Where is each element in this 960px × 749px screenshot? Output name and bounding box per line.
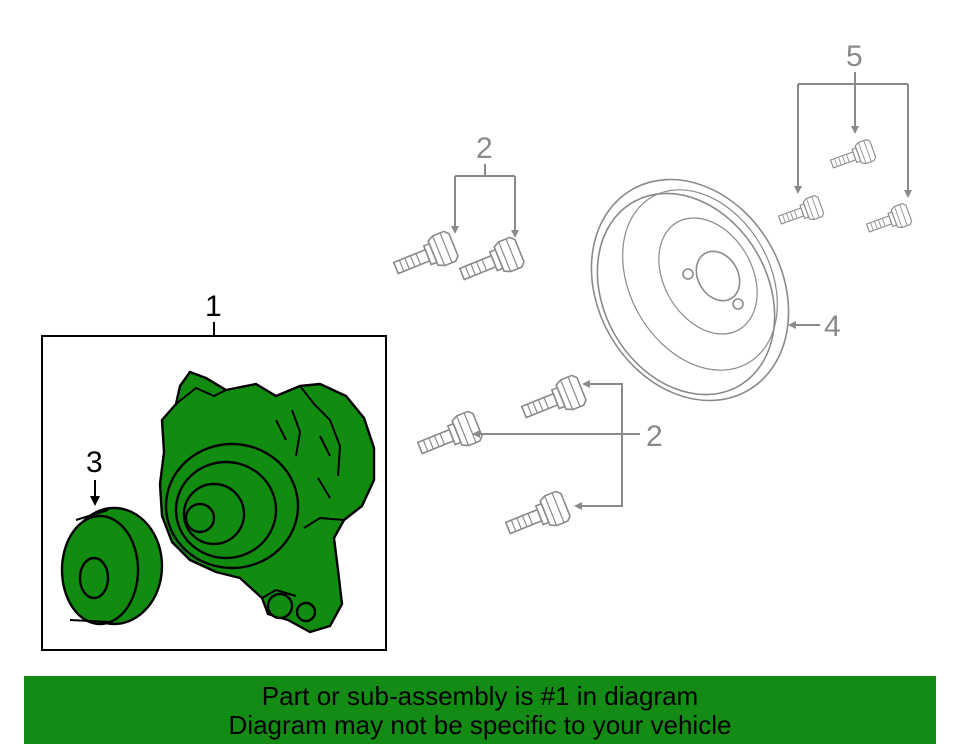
leader-5 (797, 72, 909, 190)
leader-2-lower (480, 383, 640, 507)
bolt-2-lower-bottom (501, 489, 573, 544)
bolt-2-upper-right (455, 235, 527, 290)
arrowhead-2-upper-a (451, 226, 459, 234)
bolt-2-lower-top (517, 373, 589, 428)
banner-line-2: Diagram may not be specific to your vehi… (228, 710, 732, 740)
arrowhead-2-lower-c (574, 502, 582, 510)
callout-1: 1 (205, 290, 222, 323)
bolt-2-lower-left (413, 409, 485, 464)
water-pump-1 (158, 370, 376, 634)
assembly-box (41, 335, 387, 651)
callout-2-upper: 2 (476, 132, 493, 165)
callout-3: 3 (86, 446, 103, 479)
callout-2-lower: 2 (646, 420, 663, 453)
arrowhead-2-lower-a (582, 380, 590, 388)
bolt-5-left (775, 194, 826, 232)
callout-5: 5 (846, 40, 863, 73)
callout-4: 4 (824, 310, 841, 343)
arrowhead-3 (90, 496, 100, 506)
bolt-5-right (863, 202, 914, 240)
bolt-2-upper-left (389, 229, 461, 284)
arrowhead-5a (851, 126, 859, 134)
arrowhead-2-upper-b (511, 230, 519, 238)
leader-2-upper (454, 164, 516, 230)
arrowhead-2-lower-b (472, 430, 480, 438)
info-banner: Part or sub-assembly is #1 in diagram Di… (24, 676, 936, 744)
arrowhead-5b (794, 186, 802, 194)
bolt-5-top (827, 138, 878, 176)
arrowhead-5c (904, 190, 912, 198)
arrowhead-4 (788, 321, 796, 329)
pulley-3 (60, 506, 164, 626)
banner-line-1: Part or sub-assembly is #1 in diagram (261, 681, 699, 711)
pulley-4 (590, 178, 790, 402)
